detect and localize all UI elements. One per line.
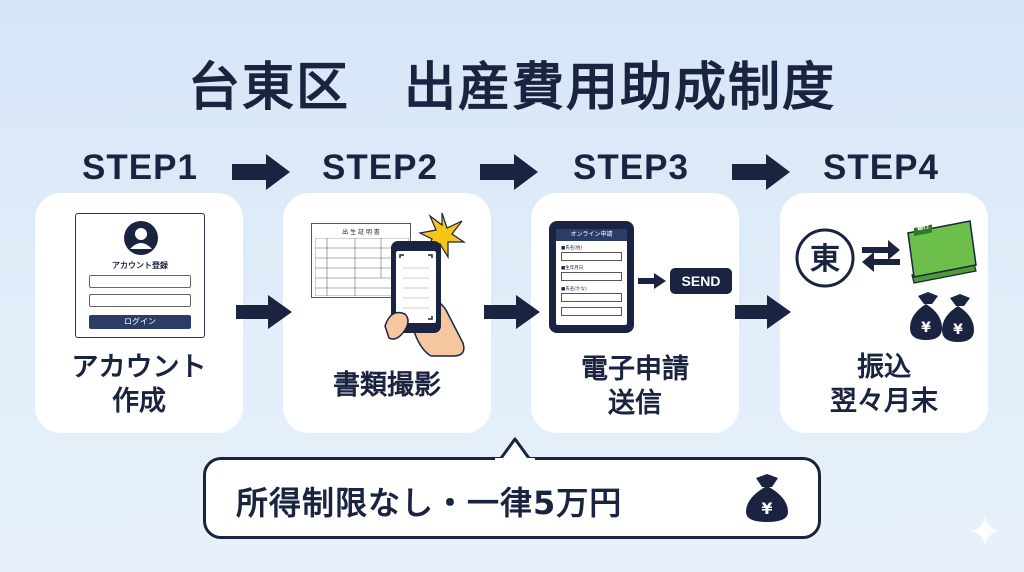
note-bubble: 所得制限なし・一律5万円 ¥ (203, 457, 821, 539)
card-arrow-icon (484, 295, 540, 329)
step2-card: 出 生 証 明 書 書類撮影 (283, 193, 491, 433)
money-bag-icon: ¥ ¥ (910, 292, 974, 342)
step4-card: 東 銀行 ¥ ¥ 振込 翌々月末 (780, 193, 988, 433)
tablet-field1 (561, 252, 622, 261)
step4-card-line2: 翌々月末 (830, 386, 938, 417)
money-bag-icon: ¥ (746, 474, 788, 522)
step4-card-line1: 振込 (857, 352, 911, 383)
step1-card-line2: 作成 (112, 386, 166, 417)
tablet-icon: オンライン申請 ■氏名(姓) ■生年月日 ■氏名(かな) (549, 221, 634, 333)
tablet-field3-label: ■氏名(かな) (561, 287, 587, 292)
bankbook-icon (907, 220, 977, 284)
login-heading: アカウント登録 (112, 261, 168, 270)
step1-card-line1: アカウント (71, 352, 207, 383)
step-arrow-icon (232, 154, 290, 190)
tablet-field4 (561, 307, 622, 316)
tablet-header: オンライン申請 (556, 229, 627, 241)
step4-label: STEP4 (823, 148, 939, 187)
user-icon (124, 221, 158, 255)
tablet-field2-label: ■生年月日 (561, 266, 584, 271)
send-arrow-icon (638, 273, 666, 289)
bubble-pointer (495, 437, 535, 462)
login-button: ログイン (89, 315, 191, 329)
svg-text:¥: ¥ (921, 320, 931, 336)
step3-card-line1: 電子申請 (581, 354, 689, 385)
step3-card-line2: 送信 (608, 388, 662, 419)
login-input-1 (89, 275, 191, 288)
send-badge: SEND (670, 268, 732, 294)
login-form-mock: アカウント登録 ログイン (75, 213, 205, 338)
exchange-arrows-icon (862, 240, 900, 272)
tablet-field3 (561, 293, 622, 302)
step1-card: アカウント登録 ログイン アカウント 作成 (35, 193, 243, 433)
sparkle-icon (970, 516, 1000, 546)
svg-text:東: 東 (810, 242, 840, 277)
step2-card-line1: 書類撮影 (333, 370, 441, 401)
card-arrow-icon (236, 295, 292, 329)
tablet-field1-label: ■氏名(姓) (561, 246, 583, 251)
step2-label: STEP2 (322, 148, 438, 187)
smartphone-icon (384, 241, 465, 357)
tablet-field2 (561, 272, 622, 281)
document-header: 出 生 証 明 書 (342, 229, 380, 236)
step-arrow-icon (732, 154, 790, 190)
step-arrow-icon (480, 154, 538, 190)
step3-card: オンライン申請 ■氏名(姓) ■生年月日 ■氏名(かな) SEND 電子申請 送… (531, 193, 739, 433)
taito-ward-emblem-icon: 東 (795, 228, 855, 288)
svg-text:¥: ¥ (761, 499, 772, 518)
card-arrow-icon (735, 295, 791, 329)
svg-text:¥: ¥ (953, 322, 963, 338)
note-text: 所得制限なし・一律5万円 (236, 484, 623, 522)
login-input-2 (89, 294, 191, 307)
step3-label: STEP3 (573, 148, 689, 187)
page-title: 台東区 出産費用助成制度 (187, 58, 836, 118)
step1-label: STEP1 (82, 148, 198, 187)
